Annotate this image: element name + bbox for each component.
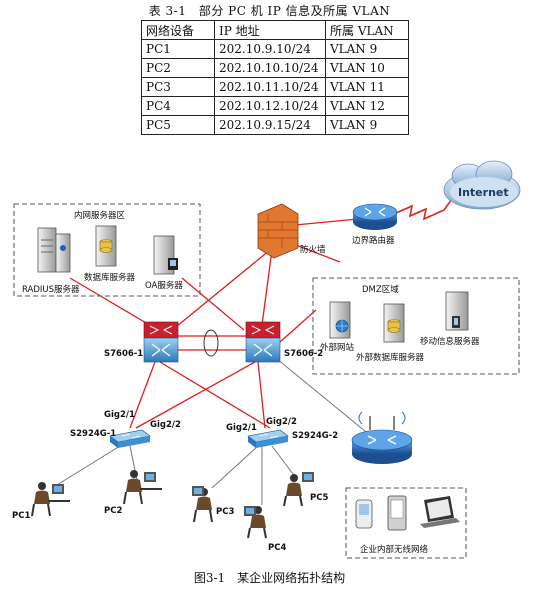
pc2-label: PC2 <box>104 506 122 516</box>
access-switch-1-label: S2924G-1 <box>70 429 116 439</box>
intranet-server-zone: 内网服务器区 RADIUS服务器 数据库服务器 OA服务器 <box>13 203 201 297</box>
wireless-router-icon <box>351 411 413 464</box>
wireless-zone-label: 企业内部无线网络 <box>360 544 429 555</box>
external-db-server-label: 外部数据库服务器 <box>356 352 425 363</box>
border-router-label: 边界路由器 <box>352 235 395 246</box>
network-links <box>69 218 359 429</box>
table-cell: 202.10.9.15/24 <box>214 115 326 135</box>
port-label: Gig2/2 <box>266 417 297 427</box>
oa-server-icon <box>153 235 178 275</box>
core-switch-2-label: S7606-2 <box>284 349 323 359</box>
figure-caption: 图3-1 某企业网络拓扑结构 <box>193 571 346 585</box>
web-server-icon <box>329 301 351 339</box>
port-label: Gig2/2 <box>150 420 181 430</box>
port-label: Gig2/1 <box>226 423 257 433</box>
border-router-icon <box>352 203 398 230</box>
pc1-label: PC1 <box>12 511 30 521</box>
dmz-zone-label: DMZ区域 <box>362 284 399 295</box>
table-row: PC1 202.10.9.10/24 VLAN 9 <box>141 39 409 59</box>
radius-server-label: RADIUS服务器 <box>22 284 80 295</box>
table-cell: VLAN 9 <box>325 115 409 135</box>
pc5-user-icon <box>283 472 314 507</box>
table-cell: 202.10.10.10/24 <box>214 58 326 78</box>
access-links <box>51 349 383 505</box>
wireless-zone: 企业内部无线网络 <box>345 487 467 559</box>
pc4-user-icon <box>244 506 267 539</box>
database-server-label: 数据库服务器 <box>84 272 136 283</box>
core-switch-1-icon <box>143 321 179 363</box>
pc3-user-icon <box>192 486 213 523</box>
pc2-user-icon <box>123 470 162 505</box>
access-switch-2-label: S2924G-2 <box>292 431 338 441</box>
port-label: Gig2/1 <box>104 410 135 420</box>
laptop-icon <box>420 496 460 528</box>
table-header-row: 网络设备 IP 地址 所属 VLAN <box>141 20 409 40</box>
access-switch-2-icon <box>247 429 289 448</box>
pc4-label: PC4 <box>268 543 286 553</box>
external-db-server-icon <box>383 303 405 343</box>
table-caption: 表 3-1 部分 PC 机 IP 信息及所属 VLAN <box>148 4 391 18</box>
mobile-server-label: 移动信息服务器 <box>420 336 480 347</box>
mobile-server-icon <box>445 291 469 331</box>
internet-cloud-icon <box>443 160 521 210</box>
firewall-label: 防火墙 <box>300 244 326 255</box>
oa-server-label: OA服务器 <box>145 280 183 291</box>
pc5-label: PC5 <box>310 493 328 503</box>
access-switch-1-icon <box>109 429 151 448</box>
table-row: PC3 202.10.11.10/24 VLAN 11 <box>141 77 409 97</box>
table-row: PC4 202.10.12.10/24 VLAN 12 <box>141 96 409 116</box>
dmz-zone: DMZ区域 外部网站 外部数据库服务器 移动信息服务器 <box>312 277 520 375</box>
column-header: IP 地址 <box>214 20 326 40</box>
internet-label: Internet <box>458 186 509 199</box>
pc1-user-icon <box>31 482 70 517</box>
pc-ip-table: 网络设备 IP 地址 所属 VLAN PC1 202.10.9.10/24 VL… <box>141 20 409 135</box>
intranet-zone-label: 内网服务器区 <box>74 210 126 221</box>
pc3-label: PC3 <box>216 507 234 517</box>
database-server-icon <box>95 225 117 267</box>
core-switch-2-icon <box>245 321 281 363</box>
web-server-label: 外部网站 <box>320 342 355 353</box>
wan-link <box>395 198 453 221</box>
firewall-icon <box>257 203 299 259</box>
column-header: 所属 VLAN <box>325 20 409 40</box>
radius-server-icon <box>37 227 71 273</box>
table-row: PC5 202.10.9.15/24 VLAN 9 <box>141 115 409 135</box>
core-switch-1-label: S7606-1 <box>104 349 143 359</box>
table-cell: VLAN 10 <box>325 58 409 78</box>
table-cell: VLAN 12 <box>325 96 409 116</box>
pda-icon <box>387 495 407 531</box>
table-cell: VLAN 9 <box>325 39 409 59</box>
mobile-phone-icon <box>355 499 373 529</box>
